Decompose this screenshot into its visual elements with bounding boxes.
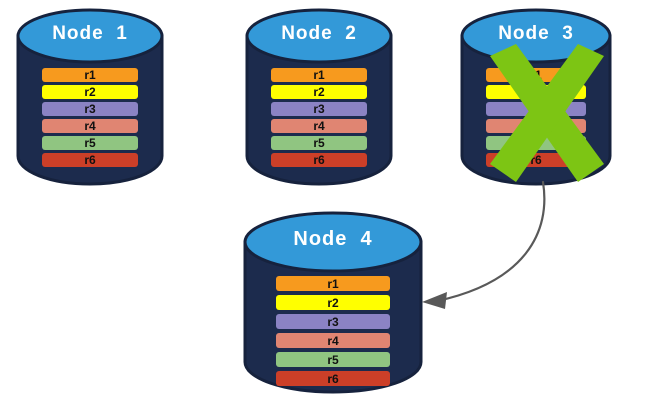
node-3-row-r1[interactable]: r1 bbox=[486, 68, 586, 82]
node-4-row-r1[interactable]: r1 bbox=[276, 276, 390, 291]
node-1-row-r1[interactable]: r1 bbox=[42, 68, 138, 82]
node-4-row-r6[interactable]: r6 bbox=[276, 371, 390, 386]
node-2[interactable]: Node 2 r1 r2 r3 r4 r5 r6 bbox=[245, 6, 393, 188]
node-2-row-r4[interactable]: r4 bbox=[271, 119, 367, 133]
node-1-row-r4[interactable]: r4 bbox=[42, 119, 138, 133]
node-3[interactable]: Node 3 r1 r2 r3 r4 r5 r6 bbox=[460, 6, 612, 188]
node-3-row-r6[interactable]: r6 bbox=[486, 153, 586, 167]
node-4-row-r3[interactable]: r3 bbox=[276, 314, 390, 329]
node-4-row-r5[interactable]: r5 bbox=[276, 352, 390, 367]
node-1-row-r5[interactable]: r5 bbox=[42, 136, 138, 150]
node-2-row-r1[interactable]: r1 bbox=[271, 68, 367, 82]
node-1-row-r2[interactable]: r2 bbox=[42, 85, 138, 99]
node-1-row-r6[interactable]: r6 bbox=[42, 153, 138, 167]
node-1-rows: r1 r2 r3 r4 r5 r6 bbox=[16, 68, 164, 167]
node-4[interactable]: Node 4 r1 r2 r3 r4 r5 r6 bbox=[243, 208, 423, 398]
node-2-row-r5[interactable]: r5 bbox=[271, 136, 367, 150]
node-4-row-r2[interactable]: r2 bbox=[276, 295, 390, 310]
node-3-row-r4[interactable]: r4 bbox=[486, 119, 586, 133]
node-1-row-r3[interactable]: r3 bbox=[42, 102, 138, 116]
node-3-row-r3[interactable]: r3 bbox=[486, 102, 586, 116]
node-2-row-r3[interactable]: r3 bbox=[271, 102, 367, 116]
node-3-rows: r1 r2 r3 r4 r5 r6 bbox=[460, 68, 612, 167]
node-4-rows: r1 r2 r3 r4 r5 r6 bbox=[243, 276, 423, 386]
node-2-row-r2[interactable]: r2 bbox=[271, 85, 367, 99]
node-1[interactable]: Node 1 r1 r2 r3 r4 r5 r6 bbox=[16, 6, 164, 188]
node-2-rows: r1 r2 r3 r4 r5 r6 bbox=[245, 68, 393, 167]
node-3-row-r2[interactable]: r2 bbox=[486, 85, 586, 99]
node-3-row-r5[interactable]: r5 bbox=[486, 136, 586, 150]
node-4-row-r4[interactable]: r4 bbox=[276, 333, 390, 348]
node-2-row-r6[interactable]: r6 bbox=[271, 153, 367, 167]
